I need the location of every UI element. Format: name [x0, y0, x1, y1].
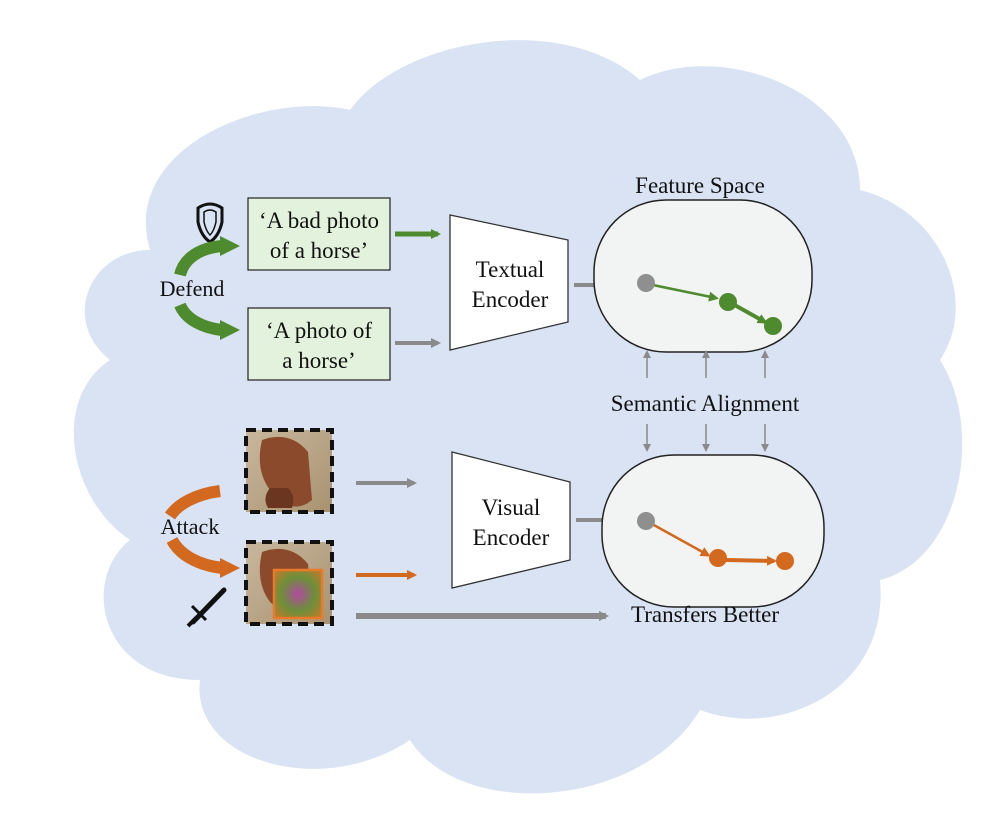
sword-icon [186, 587, 227, 628]
background-cloud [73, 40, 963, 794]
adversarial-horse-image [244, 540, 334, 626]
plain-prompt-line2: a horse’ [282, 348, 355, 373]
defend-arrows [174, 236, 240, 340]
attack-label: Attack [161, 514, 220, 539]
visual-feature-path [637, 512, 794, 570]
plain-prompt-line1: ‘A photo of [266, 318, 372, 343]
shield-icon [196, 202, 224, 244]
textual-encoder-line1: Textual [476, 257, 545, 282]
visual-feature-point-end [776, 552, 794, 570]
text-feature-point-origin [637, 274, 655, 292]
bad-prompt-box: ‘A bad photo of a horse’ [247, 197, 391, 271]
bad-prompt-line1: ‘A bad photo [259, 208, 379, 233]
defend-label: Defend [160, 276, 225, 301]
feature-space-title: Feature Space [635, 173, 765, 198]
text-feature-point-mid [719, 293, 737, 311]
visual-feature-space [601, 454, 825, 608]
attack-arrows [165, 485, 240, 578]
visual-encoder-line1: Visual [482, 495, 541, 520]
visual-encoder-line2: Encoder [473, 525, 550, 550]
textual-encoder: Textual Encoder [449, 214, 569, 351]
visual-feature-point-mid [709, 549, 727, 567]
text-feature-point-end [764, 317, 782, 335]
visual-feature-point-origin [637, 512, 655, 530]
adversarial-patch [272, 568, 324, 620]
plain-prompt-box: ‘A photo of a horse’ [247, 307, 391, 381]
transfers-better-label: Transfers Better [631, 602, 779, 627]
semantic-alignment-arrows [643, 350, 769, 452]
visual-encoder: Visual Encoder [451, 451, 571, 589]
clean-horse-image [244, 428, 334, 514]
bad-prompt-line2: of a horse’ [270, 238, 368, 263]
text-feature-path [637, 274, 782, 335]
textual-encoder-line2: Encoder [472, 287, 549, 312]
semantic-alignment-label: Semantic Alignment [611, 391, 800, 416]
